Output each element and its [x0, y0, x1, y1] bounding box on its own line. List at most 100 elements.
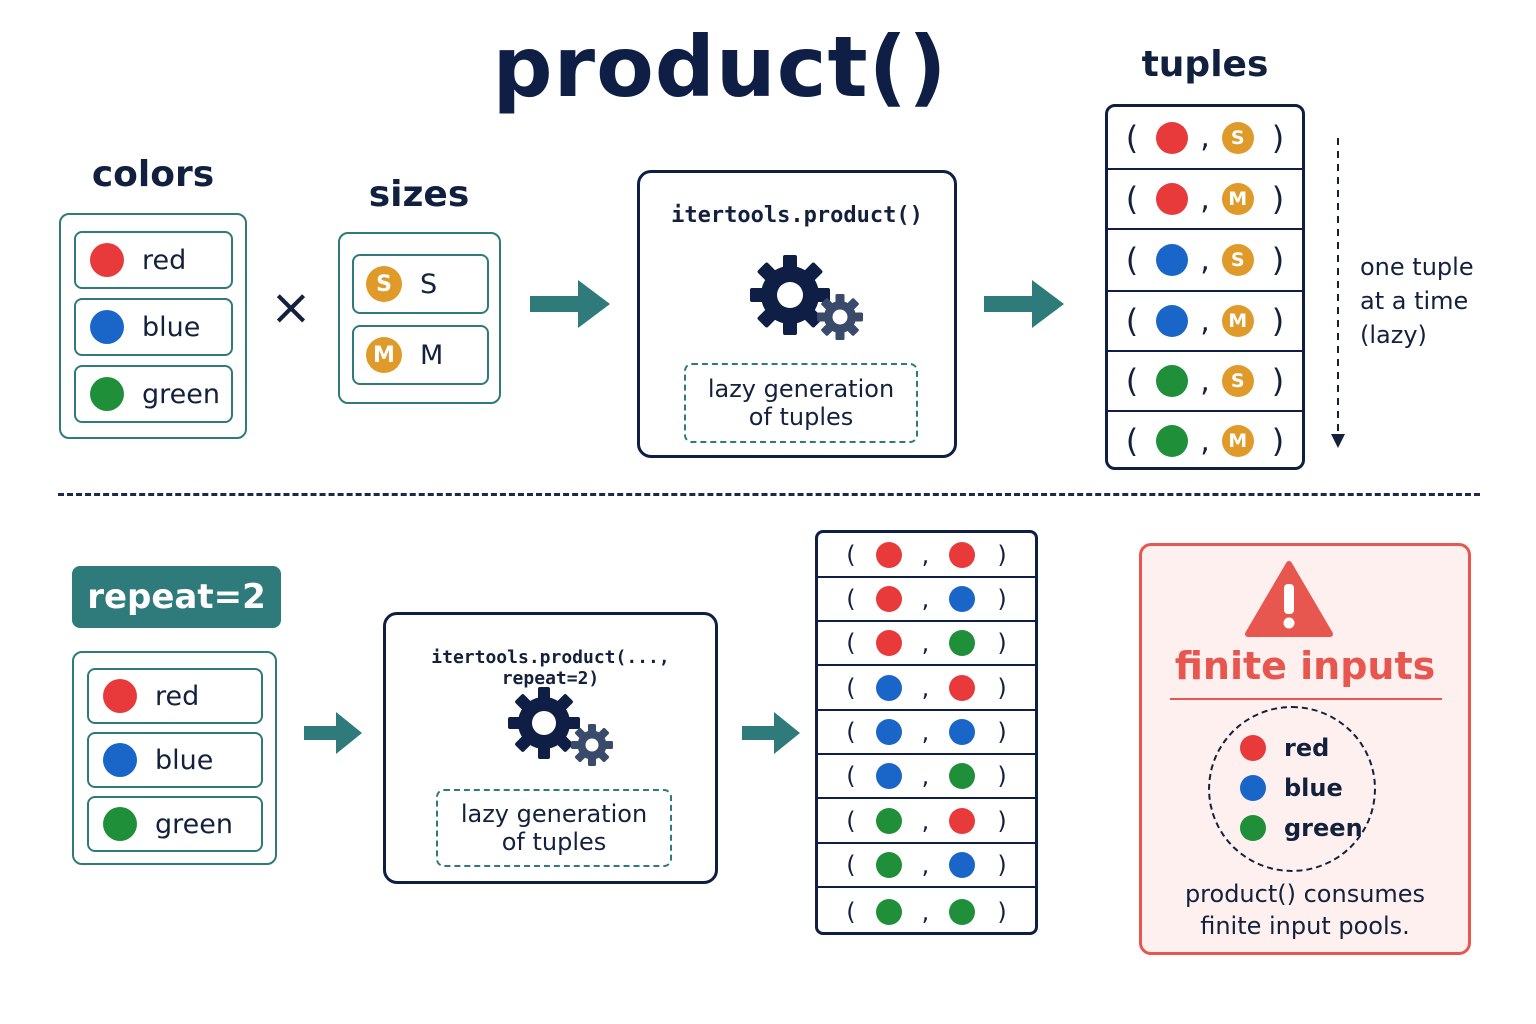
- gears-icon: [508, 687, 613, 766]
- green-dot-icon: [1240, 815, 1266, 841]
- input-pool-circle: [1208, 706, 1376, 872]
- tuple-row: ( , ): [818, 622, 1035, 666]
- tuple-row: ( , S ): [1108, 352, 1302, 412]
- green-dot-icon: [90, 377, 124, 411]
- size-badge-icon: S: [1221, 244, 1254, 276]
- color-dot-icon: [949, 898, 976, 925]
- color-dot-icon: [949, 630, 976, 656]
- tuple-row: ( , ): [818, 578, 1035, 622]
- arrow-right-icon: [304, 712, 362, 754]
- arrow-right-icon: [984, 280, 1064, 328]
- color-dot-icon: [875, 630, 902, 656]
- color-dot-icon: [949, 719, 976, 745]
- red-dot-icon: [90, 243, 124, 277]
- size-badge-icon: M: [1221, 183, 1254, 215]
- lazy-generation-label: lazy generation of tuples: [436, 789, 672, 867]
- tuple-row: ( , S ): [1108, 230, 1302, 292]
- finite-inputs-panel: finite inputs red blue green product() c…: [1139, 543, 1471, 955]
- product-repeat-process-box: itertools.product(..., repeat=2): [383, 612, 718, 884]
- red-dot-icon: [1240, 735, 1266, 761]
- blue-dot-icon: [1240, 775, 1266, 801]
- repeat-colors-panel: red blue green: [72, 651, 277, 865]
- size-item-s: S S: [352, 254, 489, 314]
- color-dot-icon: [875, 586, 902, 612]
- tuple-row: ( , ): [818, 711, 1035, 755]
- process-title: itertools.product(..., repeat=2): [431, 647, 670, 689]
- color-dot-icon: [1156, 121, 1189, 154]
- colors-panel: red blue green: [59, 213, 247, 439]
- color-item-blue: blue: [74, 298, 233, 356]
- page-title: product(): [492, 18, 948, 116]
- color-dot-icon: [875, 852, 902, 878]
- color-dot-icon: [949, 763, 976, 789]
- caption-line: product() consumes: [1184, 880, 1426, 908]
- lazy-line: lazy generation: [707, 375, 895, 403]
- color-item-green: green: [87, 796, 263, 852]
- sizes-panel: S S M M: [338, 232, 501, 404]
- lazy-line: lazy generation: [460, 800, 648, 828]
- blue-dot-icon: [103, 743, 137, 777]
- note-line: (lazy): [1360, 321, 1427, 349]
- color-item-red: red: [74, 231, 233, 289]
- size-s-badge-icon: S: [366, 266, 402, 302]
- section-divider: [58, 493, 1480, 496]
- times-symbol: ×: [270, 278, 312, 336]
- colors-heading: colors: [91, 154, 215, 195]
- lazy-line: of tuples: [501, 828, 607, 856]
- color-label: green: [142, 378, 220, 410]
- pool-label: blue: [1284, 774, 1343, 802]
- green-dot-icon: [103, 807, 137, 841]
- pool-label: red: [1284, 734, 1330, 762]
- color-dot-icon: [875, 807, 902, 834]
- color-dot-icon: [949, 586, 976, 612]
- size-badge-icon: S: [1221, 365, 1254, 397]
- tuple-row: ( , M ): [1108, 292, 1302, 352]
- caption-line: finite input pools.: [1200, 912, 1410, 940]
- color-label: red: [142, 244, 187, 276]
- color-dot-icon: [1156, 183, 1189, 215]
- lazy-line: of tuples: [748, 403, 854, 431]
- pool-label: green: [1284, 814, 1363, 842]
- tuple-row: ( , ): [818, 666, 1035, 711]
- size-item-m: M M: [352, 325, 489, 385]
- color-dot-icon: [949, 541, 976, 568]
- finite-inputs-heading: finite inputs: [1174, 644, 1436, 688]
- tuple-row: ( , ): [818, 844, 1035, 888]
- lazy-generation-label: lazy generation of tuples: [684, 363, 918, 443]
- color-dot-icon: [875, 763, 902, 789]
- pool-item-green: green: [1240, 814, 1363, 842]
- pair-tuple-list: ( , ) ( , ) ( , ) ( , ) ( , ) ( , ): [815, 530, 1038, 935]
- tuple-row: ( , S ): [1108, 107, 1302, 170]
- color-item-blue: blue: [87, 732, 263, 788]
- tuple-row: ( , ): [818, 755, 1035, 799]
- tuple-row: ( , ): [818, 533, 1035, 578]
- lazy-note: one tuple at a time (lazy): [1360, 250, 1474, 352]
- tuple-row: ( , M ): [1108, 170, 1302, 230]
- finite-caption: product() consumes finite input pools.: [1142, 878, 1468, 942]
- color-dot-icon: [875, 541, 902, 568]
- color-dot-icon: [1156, 425, 1189, 457]
- size-badge-icon: M: [1221, 425, 1254, 457]
- sizes-heading: sizes: [368, 174, 470, 215]
- arrow-right-icon: [742, 712, 800, 754]
- tuple-row: ( , M ): [1125, 422, 1285, 460]
- note-line: at a time: [1360, 287, 1469, 315]
- color-label: green: [155, 808, 233, 840]
- size-label: S: [420, 268, 438, 300]
- color-label: red: [155, 680, 200, 712]
- gears-icon: [750, 255, 863, 340]
- warning-triangle-icon: [1245, 561, 1333, 637]
- tuple-row: ( , ): [818, 799, 1035, 844]
- red-dot-icon: [103, 679, 137, 713]
- process-title: itertools.product(): [671, 203, 923, 228]
- tuple-row: ( , ): [846, 897, 1007, 926]
- color-dot-icon: [1156, 365, 1189, 397]
- color-dot-icon: [949, 852, 976, 878]
- size-m-badge-icon: M: [366, 337, 402, 373]
- product-process-box: itertools.product() lazy ge: [637, 170, 957, 458]
- pool-item-red: red: [1240, 734, 1329, 762]
- color-dot-icon: [875, 674, 902, 701]
- size-label: M: [420, 339, 444, 371]
- blue-dot-icon: [90, 310, 124, 344]
- color-dot-icon: [875, 898, 902, 925]
